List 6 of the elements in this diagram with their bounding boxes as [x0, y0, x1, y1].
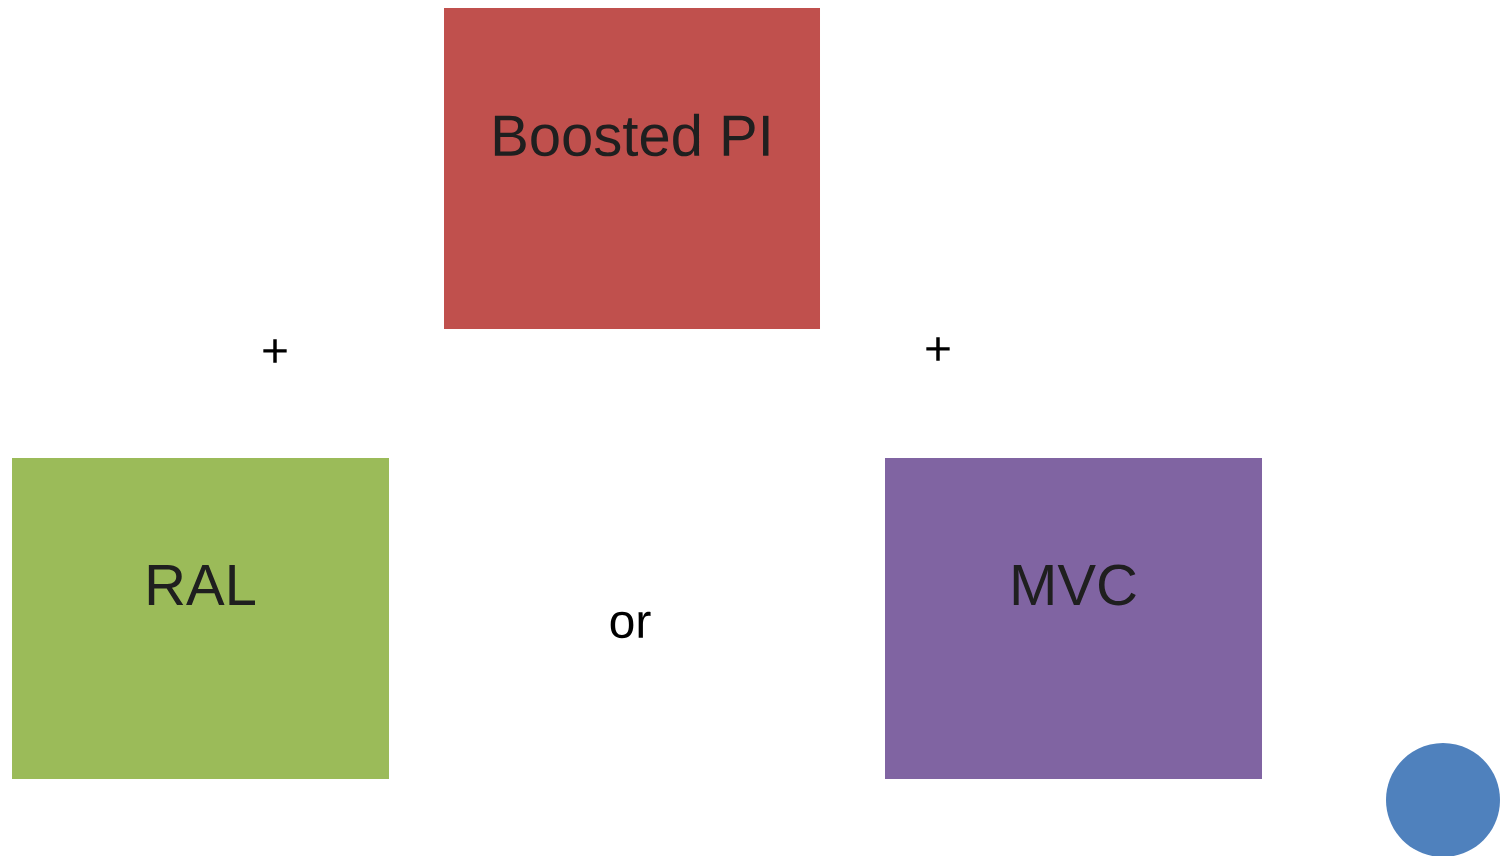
process-box: Boosted PI	[444, 8, 820, 329]
process-box: RAL	[12, 458, 389, 779]
process-box: MVC	[885, 458, 1262, 779]
operator-label: or	[610, 611, 651, 639]
operator-label: +	[926, 337, 950, 361]
operator-label: +	[263, 339, 287, 363]
